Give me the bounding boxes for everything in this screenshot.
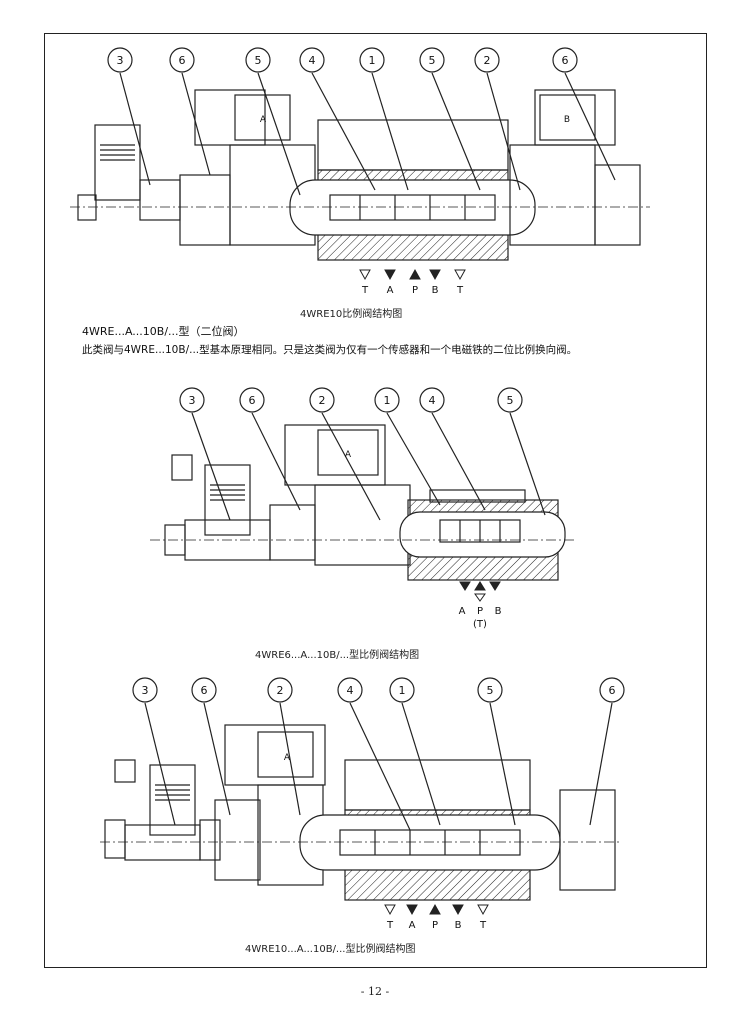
figure-caption: 4WRE6...A...10B/...型比例阀结构图 bbox=[255, 650, 420, 661]
coil-label: B bbox=[564, 115, 570, 125]
port-label: T bbox=[479, 920, 487, 931]
callout-label: 2 bbox=[319, 394, 326, 407]
body-text: 此类阀与4WRE...10B/...型基本原理相同。只是这类阀为仅有一个传感器和… bbox=[82, 344, 578, 356]
section-heading: 4WRE...A...10B/...型（二位阀） bbox=[82, 325, 245, 338]
page-border bbox=[44, 33, 707, 968]
port-label: B bbox=[432, 285, 439, 296]
callout-label: 4 bbox=[309, 54, 316, 67]
callout-label: 3 bbox=[189, 394, 196, 407]
port-label: (T) bbox=[473, 619, 487, 630]
port-label: T bbox=[456, 285, 464, 296]
callout-label: 6 bbox=[179, 54, 186, 67]
figure-caption: 4WRE10比例阀结构图 bbox=[300, 309, 403, 320]
figure-caption: 4WRE10...A...10B/...型比例阀结构图 bbox=[245, 944, 416, 955]
callout-label: 5 bbox=[255, 54, 262, 67]
callout-label: 5 bbox=[487, 684, 494, 697]
figure-4wre10-drawing: 3 6 5 4 1 5 2 6 A B T A P B T bbox=[70, 47, 650, 296]
callout-label: 6 bbox=[201, 684, 208, 697]
callout-label: 1 bbox=[384, 394, 391, 407]
port-label: B bbox=[495, 606, 502, 617]
port-label: A bbox=[459, 606, 466, 617]
port-label: T bbox=[361, 285, 369, 296]
callout-label: 6 bbox=[562, 54, 569, 67]
callout-label: 6 bbox=[249, 394, 256, 407]
figure-4wre10-a-drawing: 3 6 2 4 1 5 6 A T A P B T bbox=[100, 677, 625, 931]
port-label: P bbox=[432, 920, 438, 931]
callout-label: 5 bbox=[429, 54, 436, 67]
callout-label: 6 bbox=[609, 684, 616, 697]
page-number: - 12 - bbox=[360, 985, 390, 998]
port-label: P bbox=[477, 606, 483, 617]
port-label: B bbox=[455, 920, 462, 931]
callout-label: 3 bbox=[117, 54, 124, 67]
callout-label: 2 bbox=[484, 54, 491, 67]
callout-label: 5 bbox=[507, 394, 514, 407]
callout-label: 2 bbox=[277, 684, 284, 697]
figure-4wre6-drawing: 3 6 2 1 4 5 A A P B (T) bbox=[150, 387, 575, 630]
callout-label: 4 bbox=[347, 684, 354, 697]
coil-label: A bbox=[284, 753, 291, 763]
callout-label: 4 bbox=[429, 394, 436, 407]
callout-label: 1 bbox=[369, 54, 376, 67]
port-label: T bbox=[386, 920, 394, 931]
port-label: A bbox=[409, 920, 416, 931]
coil-label: A bbox=[260, 115, 267, 125]
callout-label: 3 bbox=[142, 684, 149, 697]
coil-label: A bbox=[345, 450, 352, 460]
port-label: P bbox=[412, 285, 418, 296]
callout-label: 1 bbox=[399, 684, 406, 697]
port-label: A bbox=[387, 285, 394, 296]
